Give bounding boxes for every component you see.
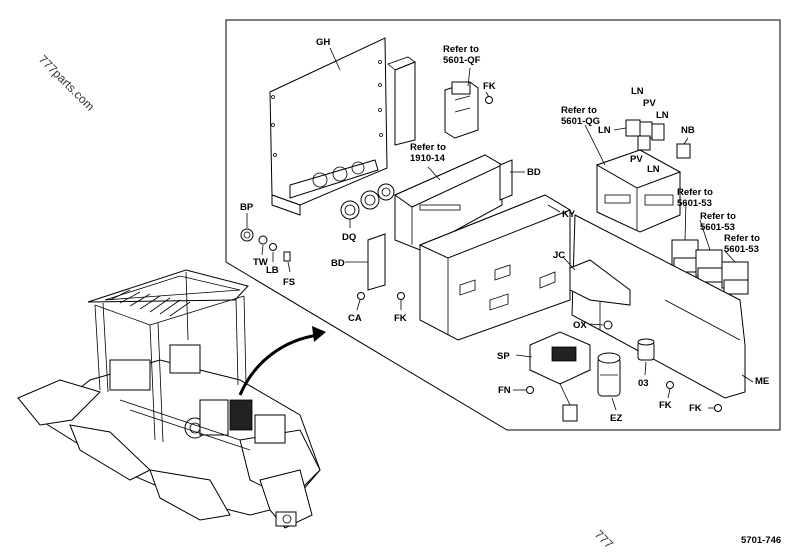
ref-53a-line2: 5601-53	[677, 198, 712, 209]
sensor-03	[637, 338, 655, 361]
switch-sp	[529, 331, 591, 422]
ref-53b-line1: Refer to	[700, 211, 736, 222]
callout-ln-4: LN	[647, 164, 660, 175]
ref-qf-line2: 5601-QF	[443, 55, 481, 66]
callout-sp: SP	[497, 351, 510, 362]
ref-53b-line2: 5601-53	[700, 222, 735, 233]
ref-53c-line1: Refer to	[724, 233, 760, 244]
ref-label-5601-53-b: Refer to 5601-53	[700, 211, 736, 233]
leader-lines	[246, 47, 754, 411]
callout-gh: GH	[316, 37, 330, 48]
screw-fk-1	[485, 96, 493, 104]
watermark-bottom-text: 777	[592, 527, 616, 551]
callout-pv-1: PV	[643, 98, 656, 109]
ref-qg-line2: 5601-QG	[561, 116, 600, 127]
callout-bp: BP	[240, 202, 254, 213]
ref-label-5601-53-a: Refer to 5601-53	[677, 187, 713, 209]
relay-box-qg	[595, 149, 682, 233]
ref-label-5601-53-c: Refer to 5601-53	[724, 233, 760, 255]
callout-ln-1: LN	[631, 86, 644, 97]
ref-qf-line1: Refer to	[443, 44, 479, 55]
screw-fn	[526, 386, 534, 394]
upper-bracket-flange	[387, 56, 416, 71]
screw-fk-4	[714, 404, 722, 412]
bracket-bd-lower	[367, 233, 386, 291]
callout-ky: KY	[562, 209, 576, 220]
watermark-text: 777parts.com	[36, 52, 97, 113]
callout-me: ME	[755, 376, 769, 387]
washer-lb	[269, 243, 277, 251]
bracket-bd-upper	[499, 159, 513, 201]
callout-ln-2: LN	[656, 110, 669, 121]
relay-cluster-ln-pv	[625, 119, 665, 151]
knob-set-dq	[340, 183, 395, 220]
callout-ox: OX	[573, 320, 587, 331]
ref-label-5601-qf: Refer to 5601-QF	[443, 44, 481, 66]
upper-bracket	[394, 61, 416, 146]
cover-ky	[418, 194, 572, 341]
screw-ox	[603, 320, 613, 330]
detail-arrow-head	[312, 326, 326, 342]
grommet-bp	[240, 228, 254, 242]
relay-module-qf	[444, 81, 479, 139]
callout-dq: DQ	[342, 232, 356, 243]
mounting-plate-gh	[269, 37, 388, 216]
callout-labels: GH FK BD KY BP TW LB FS DQ BD CA FK JC O…	[240, 37, 769, 424]
callout-pv-2: PV	[630, 154, 643, 165]
callout-lb: LB	[266, 265, 279, 276]
figure-code: 5701-746	[741, 535, 781, 546]
callout-ez: EZ	[610, 413, 622, 424]
ref-1910-line2: 1910-14	[410, 153, 446, 164]
exploded-view-frame	[225, 19, 781, 431]
callout-tw: TW	[253, 257, 268, 268]
screw-fk-2	[397, 292, 405, 300]
motor-ez	[597, 352, 621, 397]
callout-nb: NB	[681, 125, 695, 136]
callout-ln-3: LN	[598, 125, 611, 136]
ref-1910-line1: Refer to	[410, 142, 446, 153]
callout-fk-2: FK	[394, 313, 407, 324]
ref-53a-line1: Refer to	[677, 187, 713, 198]
screw-fs	[283, 251, 291, 262]
detail-arrow	[238, 333, 319, 396]
ref-53c-line2: 5601-53	[724, 244, 759, 255]
callout-03: 03	[638, 378, 649, 389]
callout-bd-2: BD	[331, 258, 345, 269]
callout-fs: FS	[283, 277, 295, 288]
relay-nb	[676, 143, 691, 159]
controller-1910-14	[393, 154, 504, 251]
callout-bd-1: BD	[527, 167, 541, 178]
callout-fk-3: FK	[659, 400, 672, 411]
screw-fk-3	[666, 381, 674, 389]
screw-ca	[357, 292, 365, 300]
relay-group-5601-53	[671, 239, 749, 295]
cab-roof-slats	[109, 289, 191, 317]
callout-jc: JC	[553, 250, 565, 261]
callout-ca: CA	[348, 313, 362, 324]
ref-label-5601-qg: Refer to 5601-QG	[561, 105, 600, 127]
vehicle-assembly	[17, 269, 321, 529]
ref-qg-line1: Refer to	[561, 105, 597, 116]
callout-fk-1: FK	[483, 81, 496, 92]
callout-fn: FN	[498, 385, 511, 396]
callout-fk-4: FK	[689, 403, 702, 414]
washer-tw	[258, 235, 268, 245]
bracket-jc	[569, 259, 631, 306]
ref-label-1910-14: Refer to 1910-14	[410, 142, 446, 164]
